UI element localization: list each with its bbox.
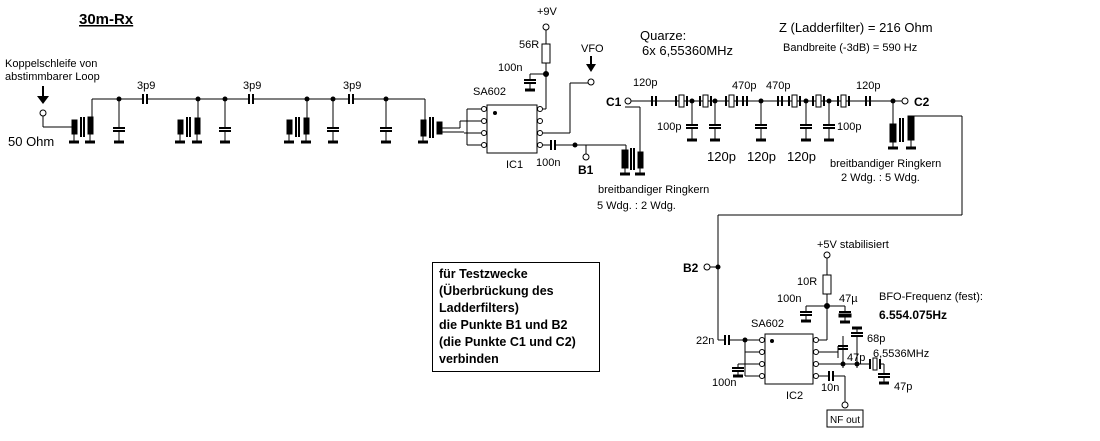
ic2-supply-voltage: +5V stabilisiert <box>817 239 889 251</box>
input-impedance: 50 Ohm <box>8 134 54 149</box>
title: 30m-Rx <box>79 11 134 28</box>
bfo-frequency: 6.554.075Hz <box>879 308 947 322</box>
ic2-supply-cap2: 47µ <box>839 293 858 305</box>
ladder-cap-top-4: 120p <box>856 80 880 92</box>
ic2-parts <box>724 251 891 409</box>
ic2-name: IC2 <box>786 390 803 402</box>
ringkern1-transformer <box>618 106 647 176</box>
point-c1: C1 <box>606 95 622 109</box>
bfo-crystal: 6,5536MHz <box>873 348 929 360</box>
input-arrow-icon <box>37 86 49 104</box>
ringkern1-line2: 5 Wdg. : 2 Wdg. <box>597 200 676 212</box>
ic2-type: SA602 <box>751 318 784 330</box>
quarze-title: Quarze: <box>640 28 686 43</box>
nf-out-box <box>826 409 864 428</box>
bfo-cap-47p-b: 47p <box>894 381 912 393</box>
ringkern2-line2: 2 Wdg. : 5 Wdg. <box>841 172 920 184</box>
point-b1-terminal <box>582 153 590 161</box>
ic2-supply-resistor: 10R <box>797 276 817 288</box>
vfo-terminal <box>587 78 595 86</box>
note-line-6: verbinden <box>439 352 499 366</box>
test-note: für Testzwecke (Überbrückung des Ladderf… <box>432 262 600 372</box>
note-line-5: (die Punkte C1 und C2) <box>439 335 576 349</box>
input-junctions <box>116 96 389 102</box>
ladder-cap-bottom-3: 120p <box>787 149 816 164</box>
input-label-line2: abstimmbarer Loop <box>5 71 100 83</box>
ladder-impedance: Z (Ladderfilter) = 216 Ohm <box>779 20 933 35</box>
note-line-4: die Punkte B1 und B2 <box>439 318 568 332</box>
ic1-supply-parts <box>523 23 551 92</box>
bfo-cap-68p: 68p <box>867 333 885 345</box>
ic2-input-cap: 22n <box>696 335 714 347</box>
ringkern1-line1: breitbandiger Ringkern <box>598 184 709 196</box>
point-b1: B1 <box>578 163 594 177</box>
ladder-cap-bottom-1: 120p <box>707 149 736 164</box>
cap-3p9-3: 3p9 <box>343 80 361 92</box>
input-wiring <box>42 98 426 128</box>
note-line-2: (Überbrückung des <box>439 284 554 298</box>
ladder-cap-100p-2: 100p <box>837 121 861 133</box>
point-c1-terminal <box>624 97 632 105</box>
ic1-name: IC1 <box>506 159 523 171</box>
ic2-pins <box>759 337 819 379</box>
ic1-supply-cap: 100n <box>498 62 522 74</box>
bfo-cap-47p-a: 47p <box>847 352 865 364</box>
note-line-3: Ladderfilters) <box>439 301 519 315</box>
ladder-cap-top-1: 120p <box>633 77 657 89</box>
vfo-label: VFO <box>581 43 604 55</box>
ic1-supply-resistor: 56R <box>519 39 539 51</box>
ic1-pins <box>481 106 543 148</box>
ladder-cap-100p-1: 100p <box>657 121 681 133</box>
cap-3p9-2: 3p9 <box>243 80 261 92</box>
point-b2-terminal <box>703 263 711 271</box>
ladder-elements <box>651 94 871 142</box>
ic1-output-cap <box>550 140 556 150</box>
ladder-cap-bottom-2: 120p <box>747 149 776 164</box>
note-line-1: für Testzwecke <box>439 267 528 281</box>
nf-out: NF out <box>830 415 860 426</box>
point-b2: B2 <box>683 261 699 275</box>
coupling-caps-3p9 <box>142 94 354 104</box>
ic2-gnd-cap: 100n <box>712 377 736 389</box>
quarze-count: 6x 6,55360MHz <box>642 43 733 58</box>
ic2-junctions <box>742 337 860 367</box>
point-c2-terminal <box>901 97 909 105</box>
point-c2: C2 <box>914 95 930 109</box>
input-shunt-elements <box>112 99 443 144</box>
bfo-label: BFO-Frequenz (fest): <box>879 291 983 303</box>
ic2-supply-cap1: 100n <box>777 293 801 305</box>
cap-3p9-1: 3p9 <box>137 80 155 92</box>
input-terminal <box>39 109 47 117</box>
vfo-arrow-icon <box>586 56 596 72</box>
ladder-bandwidth: Bandbreite (-3dB) = 590 Hz <box>783 42 917 54</box>
ic2-output-cap: 10n <box>821 382 839 394</box>
ic1-wiring <box>442 30 627 154</box>
ic1-output-cap-label: 100n <box>536 157 560 169</box>
ic1-supply-voltage: +9V <box>537 6 558 18</box>
ladder-cap-top-2: 470p <box>732 80 756 92</box>
ringkern2-line1: breitbandiger Ringkern <box>830 158 941 170</box>
ladder-cap-top-3: 470p <box>766 80 790 92</box>
ringkern2-transformer <box>717 101 963 340</box>
ic1-type: SA602 <box>473 86 506 98</box>
input-transformer <box>67 116 97 144</box>
input-label-line1: Koppelschleife von <box>5 58 97 70</box>
